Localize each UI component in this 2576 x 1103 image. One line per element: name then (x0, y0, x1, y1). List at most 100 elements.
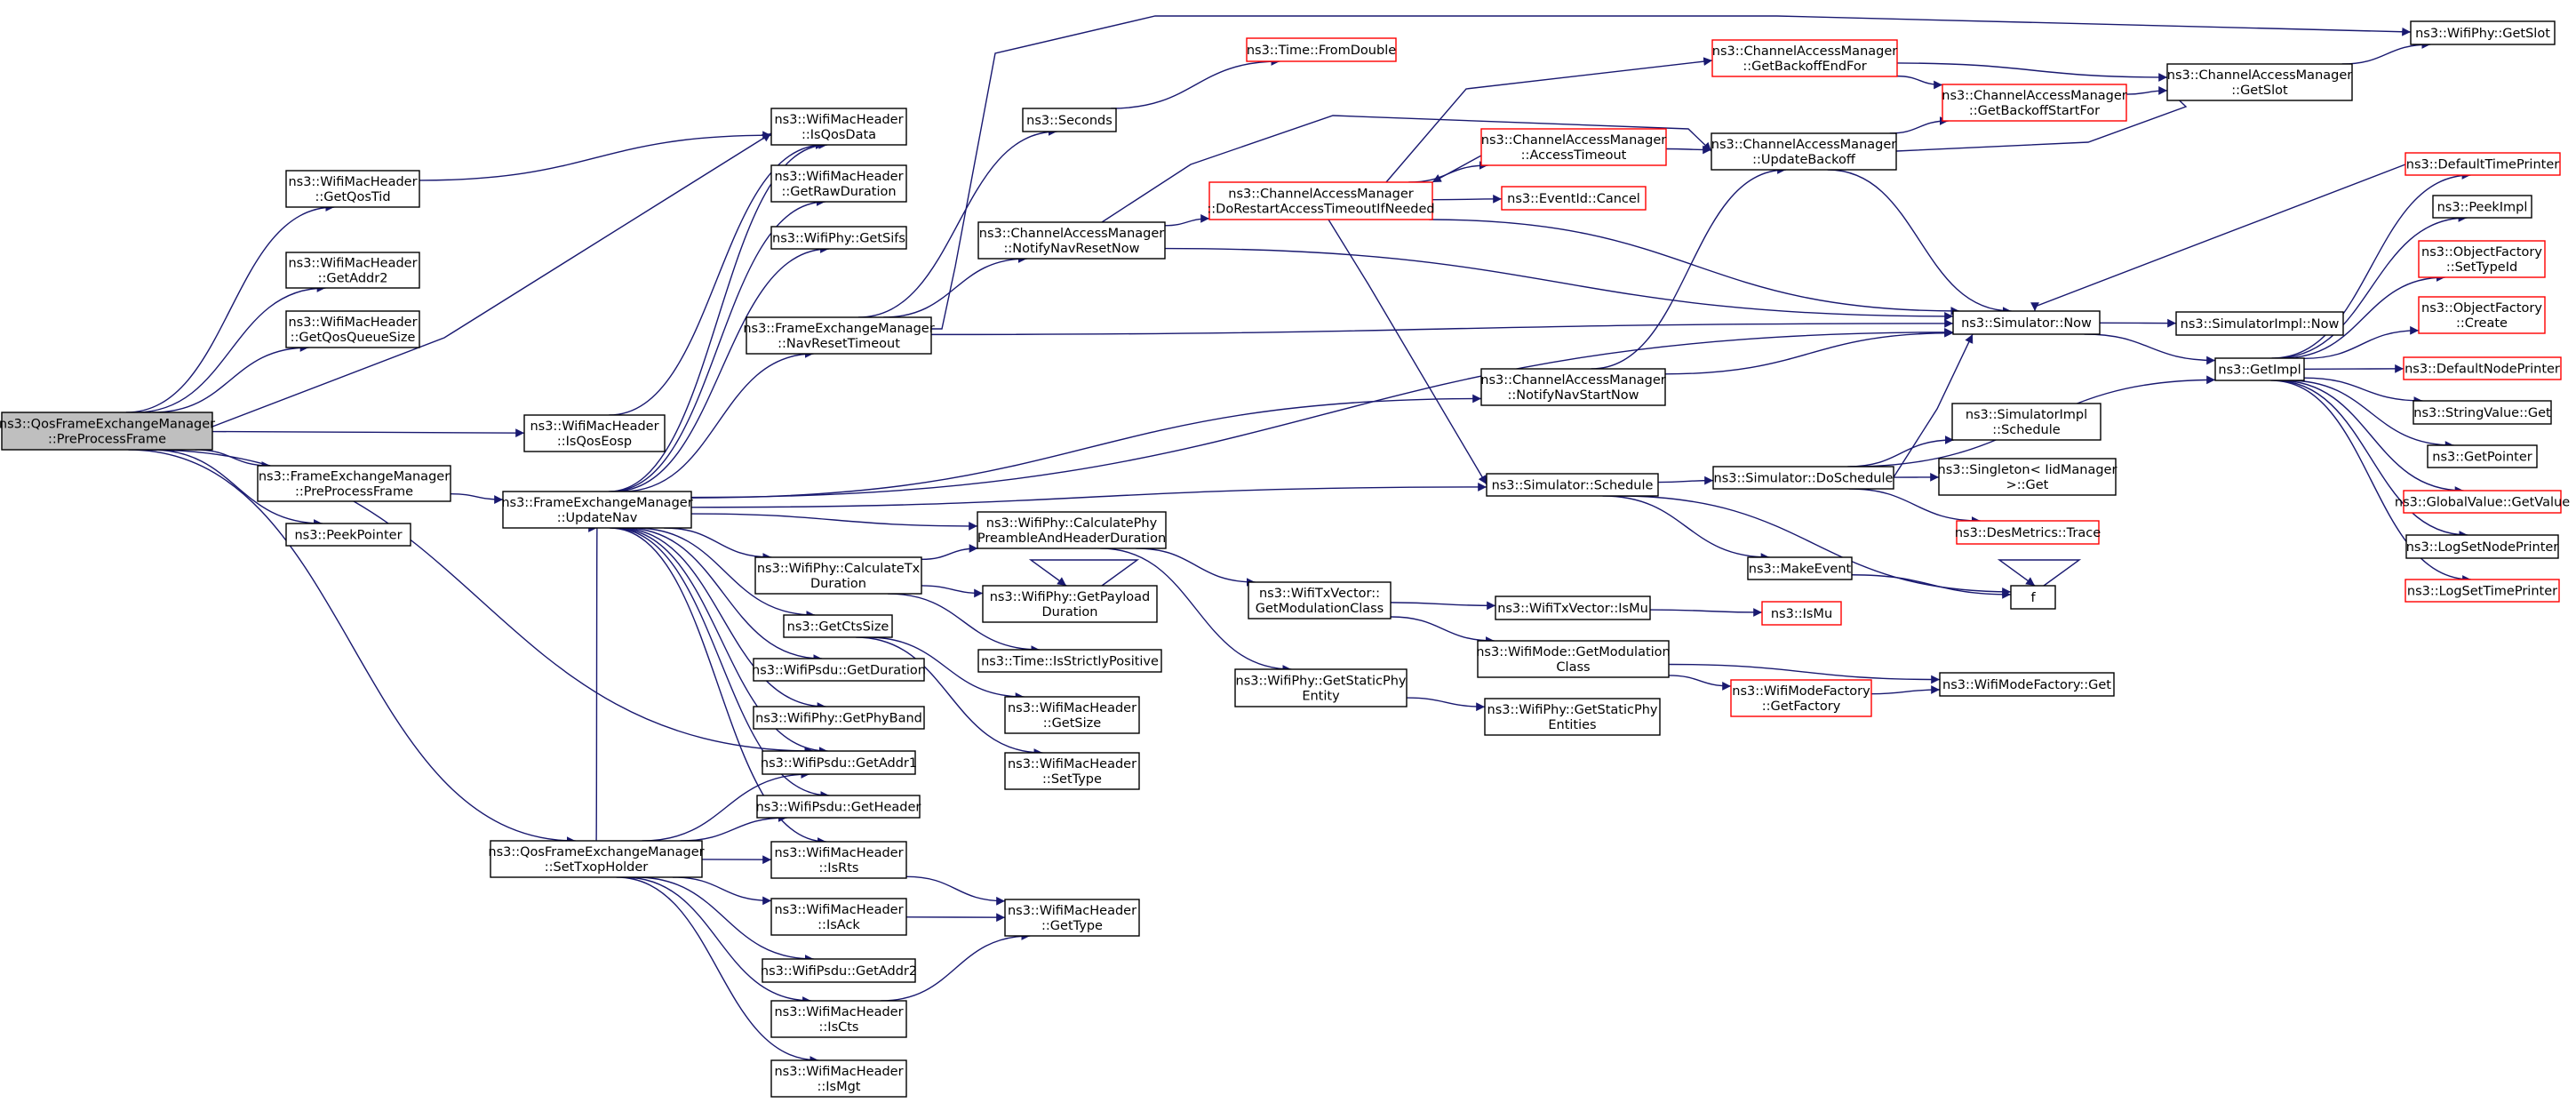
node-box-doSchedule[interactable] (1712, 466, 1894, 490)
node-logSetTimePrinter[interactable]: ns3::LogSetTimePrinter (2405, 579, 2560, 603)
node-doRestart[interactable]: ns3::ChannelAccessManager::DoRestartAcce… (1207, 181, 1435, 220)
node-box-accessTimeout[interactable] (1480, 128, 1667, 166)
node-fNode[interactable]: f (2010, 585, 2056, 610)
node-psduGetAddr2[interactable]: ns3::WifiPsdu::GetAddr2 (761, 958, 917, 983)
node-eventCancel[interactable]: ns3::EventId::Cancel (1501, 186, 1647, 211)
node-box-isMgt[interactable] (770, 1059, 907, 1098)
node-box-getCtsSize[interactable] (783, 614, 893, 638)
node-box-globalValueGet[interactable] (2403, 490, 2562, 514)
node-box-fromDouble[interactable] (1246, 37, 1397, 62)
node-box-getStaticPhyEntities[interactable] (1484, 698, 1661, 736)
node-makeEvent[interactable]: ns3::MakeEvent (1747, 556, 1853, 580)
node-box-simSchedule[interactable] (1486, 473, 1659, 497)
node-calcPreamble[interactable]: ns3::WifiPhy::CalculatePhyPreambleAndHea… (977, 511, 1167, 549)
node-isMu[interactable]: ns3::IsMu (1761, 601, 1842, 626)
node-box-stringValueGet[interactable] (2413, 400, 2552, 425)
node-box-peekPointer[interactable] (285, 523, 411, 547)
node-getCtsSize[interactable]: ns3::GetCtsSize (783, 614, 893, 638)
node-camGetSlot[interactable]: ns3::ChannelAccessManager::GetSlot (2166, 63, 2353, 101)
node-box-getQosTid[interactable] (285, 170, 420, 208)
node-box-getAddr2Hdr[interactable] (285, 252, 420, 289)
node-box-psduGetAddr1[interactable] (762, 750, 916, 775)
node-psduGetHeader[interactable]: ns3::WifiPsdu::GetHeader (756, 795, 921, 819)
node-box-updateNav[interactable] (502, 491, 692, 529)
node-box-modeGetModClass[interactable] (1477, 640, 1670, 678)
node-updateNav[interactable]: ns3::FrameExchangeManager::UpdateNav (501, 491, 693, 529)
node-box-getModClass[interactable] (1248, 581, 1392, 619)
node-hdrGetType[interactable]: ns3::WifiMacHeader::GetType (1004, 899, 1140, 937)
node-defaultTimePrinter[interactable]: ns3::DefaultTimePrinter (2405, 152, 2561, 176)
node-getRawDuration[interactable]: ns3::WifiMacHeader::GetRawDuration (770, 164, 907, 203)
node-isQosEosp[interactable]: ns3::WifiMacHeader::IsQosEosp (523, 414, 666, 452)
node-box-calcPreamble[interactable] (977, 511, 1167, 549)
node-box-getImpl[interactable] (2214, 357, 2305, 381)
node-globalValueGet[interactable]: ns3::GlobalValue::GetValue (2395, 490, 2570, 514)
node-box-getQosQueueSize[interactable] (285, 310, 420, 348)
node-logSetNodePrinter[interactable]: ns3::LogSetNodePrinter (2405, 534, 2559, 559)
node-getBackoffStartFor[interactable]: ns3::ChannelAccessManager::GetBackoffSta… (1942, 84, 2127, 122)
node-isCts[interactable]: ns3::WifiMacHeader::IsCts (770, 1000, 907, 1038)
node-box-notifyNavReset[interactable] (977, 221, 1166, 260)
node-box-notifyNavStart[interactable] (1480, 368, 1666, 406)
node-box-makeEvent[interactable] (1747, 556, 1853, 580)
node-box-seconds[interactable] (1022, 108, 1117, 132)
node-setTypeId[interactable]: ns3::ObjectFactory::SetTypeId (2418, 240, 2546, 278)
node-peekImpl[interactable]: ns3::PeekImpl (2432, 195, 2532, 219)
node-box-txVecIsMu[interactable] (1495, 595, 1651, 620)
node-seconds[interactable]: ns3::Seconds (1022, 108, 1117, 132)
node-notifyNavStart[interactable]: ns3::ChannelAccessManager::NotifyNavStar… (1480, 368, 1666, 406)
node-box-isCts[interactable] (770, 1000, 907, 1038)
node-root[interactable]: ns3::QosFrameExchangeManager::PreProcess… (0, 412, 215, 451)
node-box-isQosData[interactable] (770, 108, 907, 146)
node-box-psduGetDuration[interactable] (753, 658, 925, 682)
node-getBackoffEndFor[interactable]: ns3::ChannelAccessManager::GetBackoffEnd… (1711, 39, 1898, 77)
node-getPhyBand[interactable]: ns3::WifiPhy::GetPhyBand (753, 706, 925, 730)
node-simNow[interactable]: ns3::Simulator::Now (1952, 310, 2101, 335)
node-box-phyGetSlot[interactable] (2410, 20, 2556, 45)
node-box-modeFactoryGetFactory[interactable] (1730, 679, 1872, 717)
node-box-eventCancel[interactable] (1501, 186, 1647, 211)
node-box-getStaticPhyEntity[interactable] (1234, 668, 1408, 707)
node-feProcess[interactable]: ns3::FrameExchangeManager::PreProcessFra… (257, 465, 451, 502)
node-box-feProcess[interactable] (257, 465, 451, 502)
node-box-defaultTimePrinter[interactable] (2405, 152, 2561, 176)
node-accessTimeout[interactable]: ns3::ChannelAccessManager::AccessTimeout (1480, 128, 1667, 166)
node-box-getPayloadDuration[interactable] (982, 585, 1158, 623)
node-getAddr2Hdr[interactable]: ns3::WifiMacHeader::GetAddr2 (285, 252, 420, 289)
node-box-peekImpl[interactable] (2432, 195, 2532, 219)
node-modeFactoryGet[interactable]: ns3::WifiModeFactory::Get (1939, 672, 2115, 697)
node-box-simNow[interactable] (1952, 310, 2101, 335)
node-box-desMetricsTrace[interactable] (1956, 520, 2100, 545)
node-isMgt[interactable]: ns3::WifiMacHeader::IsMgt (770, 1059, 907, 1098)
node-doSchedule[interactable]: ns3::Simulator::DoSchedule (1712, 466, 1894, 490)
node-getPointer[interactable]: ns3::GetPointer (2427, 444, 2538, 468)
node-box-getRawDuration[interactable] (770, 164, 907, 203)
node-box-isMu[interactable] (1761, 601, 1842, 626)
node-box-fNode[interactable] (2010, 585, 2056, 610)
node-box-getSifs[interactable] (770, 226, 907, 250)
node-singletonGet[interactable]: ns3::Singleton< IidManager>::Get (1938, 458, 2117, 496)
node-box-calcTxDuration[interactable] (754, 556, 922, 595)
node-peekPointer[interactable]: ns3::PeekPointer (285, 523, 411, 547)
node-navResetTimeout[interactable]: ns3::FrameExchangeManager::NavResetTimeo… (743, 316, 935, 355)
node-isQosData[interactable]: ns3::WifiMacHeader::IsQosData (770, 108, 907, 146)
node-box-camGetSlot[interactable] (2166, 63, 2353, 101)
node-isRts[interactable]: ns3::WifiMacHeader::IsRts (770, 841, 907, 879)
node-desMetricsTrace[interactable]: ns3::DesMetrics::Trace (1955, 520, 2101, 545)
node-box-getPhyBand[interactable] (753, 706, 925, 730)
node-notifyNavReset[interactable]: ns3::ChannelAccessManager::NotifyNavRese… (977, 221, 1166, 260)
node-psduGetAddr1[interactable]: ns3::WifiPsdu::GetAddr1 (761, 750, 917, 775)
node-defaultNodePrinter[interactable]: ns3::DefaultNodePrinter (2403, 356, 2562, 380)
node-txVecIsMu[interactable]: ns3::WifiTxVector::IsMu (1495, 595, 1651, 620)
node-box-doRestart[interactable] (1208, 181, 1433, 220)
node-modeFactoryGetFactory[interactable]: ns3::WifiModeFactory::GetFactory (1730, 679, 1872, 717)
node-isStrictlyPositive[interactable]: ns3::Time::IsStrictlyPositive (977, 649, 1162, 673)
node-getImpl[interactable]: ns3::GetImpl (2214, 357, 2305, 381)
node-box-implSchedule[interactable] (1951, 403, 2101, 441)
node-box-getBackoffStartFor[interactable] (1942, 84, 2127, 122)
node-getQosQueueSize[interactable]: ns3::WifiMacHeader::GetQosQueueSize (285, 310, 420, 348)
node-box-defaultNodePrinter[interactable] (2403, 356, 2562, 380)
